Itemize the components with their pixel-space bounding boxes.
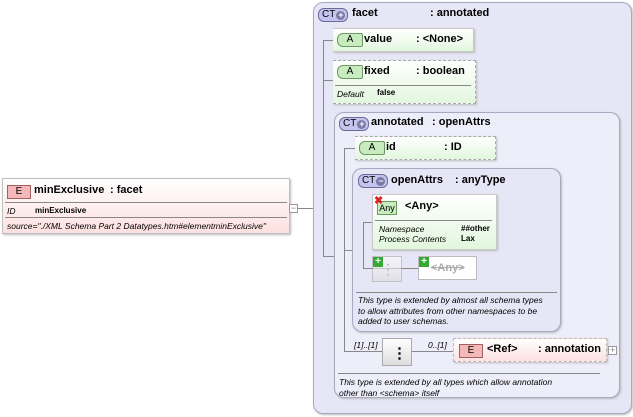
element-badge: E <box>7 185 31 199</box>
ct-label: CT <box>322 9 336 20</box>
attribute-name: value <box>364 33 393 45</box>
ct-badge[interactable]: CT+ <box>318 8 349 22</box>
connector <box>323 256 334 257</box>
ref-name: <Ref> <box>487 343 518 355</box>
attribute-badge: A <box>337 33 363 47</box>
ct-label: CT <box>362 175 376 186</box>
connector <box>298 208 313 209</box>
annotated-description: This type is extended by all types which… <box>339 377 552 398</box>
openAttrs-description: This type is extended by almost all sche… <box>358 295 543 327</box>
ct-badge[interactable]: CT+ <box>339 117 370 131</box>
attribute-badge: A <box>337 65 363 79</box>
expand-icon: + <box>357 118 367 129</box>
any-badge: Any <box>377 201 397 215</box>
namespace-value: ##other <box>461 224 490 233</box>
description-line: This type is extended by all types which… <box>339 377 553 387</box>
connector <box>344 250 352 251</box>
process-label: Process Contents <box>379 234 447 244</box>
element-name: minExclusive <box>34 184 105 196</box>
annotated-name: annotated <box>371 116 424 128</box>
attribute-value[interactable]: A value : <None> <box>333 28 474 52</box>
divider <box>335 85 471 86</box>
connector <box>344 351 382 352</box>
sequence-compositor[interactable]: ⋮ <box>382 338 412 366</box>
description-line: added to user schemas. <box>358 316 449 326</box>
connector <box>323 80 333 81</box>
add-icon[interactable]: + <box>373 257 383 267</box>
connector <box>363 222 372 223</box>
connector <box>323 40 324 257</box>
sequence-compositor-ghost[interactable]: ⋮ <box>372 256 402 282</box>
default-value: false <box>377 88 396 97</box>
facet-name: facet <box>352 7 378 19</box>
facet-type: : annotated <box>430 7 490 19</box>
divider <box>375 220 492 221</box>
expand-button[interactable]: + <box>608 345 617 355</box>
ref-cardinality: 0..[1] <box>428 340 447 350</box>
attribute-type: : ID <box>444 141 462 153</box>
collapse-icon: − <box>376 175 386 186</box>
process-value: Lax <box>461 234 475 243</box>
sequence-icon: ⋮ <box>381 261 395 277</box>
id-label: ID <box>7 206 16 216</box>
divider <box>5 217 287 218</box>
sequence-icon: ⋮ <box>392 345 407 362</box>
sequence-cardinality: [1]..[1] <box>354 340 378 350</box>
expand-icon: + <box>336 9 346 20</box>
any-attribute[interactable]: Any ✖ <Any> Namespace ##other Process Co… <box>372 194 497 250</box>
id-value: minExclusive <box>35 206 87 215</box>
ct-label: CT <box>343 118 357 129</box>
description-line: This type is extended by almost all sche… <box>358 295 543 305</box>
default-label: Default <box>337 89 364 99</box>
openAttrs-type: : anyType <box>455 174 506 186</box>
ref-type: : annotation <box>538 343 601 355</box>
annotated-type: : openAttrs <box>432 116 491 128</box>
attribute-fixed[interactable]: A fixed : boolean Default false <box>333 60 476 104</box>
add-icon[interactable]: + <box>419 257 429 267</box>
connector <box>323 40 333 41</box>
connector <box>344 148 355 149</box>
connector <box>412 351 453 352</box>
openAttrs-name: openAttrs <box>391 174 443 186</box>
source: source="./XML Schema Part 2 Datatypes.ht… <box>7 221 266 231</box>
prohibited-icon: ✖ <box>374 195 384 207</box>
divider <box>5 202 287 203</box>
element-minExclusive[interactable]: E minExclusive : facet ID minExclusive s… <box>2 178 290 234</box>
attribute-type: : <None> <box>416 33 464 45</box>
description-line: other than <schema> itself <box>339 387 440 398</box>
ghost-any-label: <Any> <box>431 262 465 274</box>
namespace-label: Namespace <box>379 224 425 234</box>
attribute-id[interactable]: A id : ID <box>355 136 496 160</box>
attribute-name: id <box>386 141 396 153</box>
attribute-badge: A <box>359 141 385 155</box>
any-name: <Any> <box>405 200 439 212</box>
divider <box>338 373 600 374</box>
ct-badge[interactable]: CT− <box>358 174 389 188</box>
collapse-button[interactable]: − <box>289 203 298 213</box>
attribute-type: : boolean <box>416 65 465 77</box>
divider <box>356 292 557 293</box>
element-type: : facet <box>110 184 143 196</box>
connector <box>363 222 364 269</box>
description-line: to allow attributes from other namespace… <box>358 305 538 316</box>
element-ref-annotation[interactable]: E <Ref> : annotation <box>453 338 607 362</box>
attribute-name: fixed <box>364 65 390 77</box>
element-badge: E <box>459 344 483 358</box>
